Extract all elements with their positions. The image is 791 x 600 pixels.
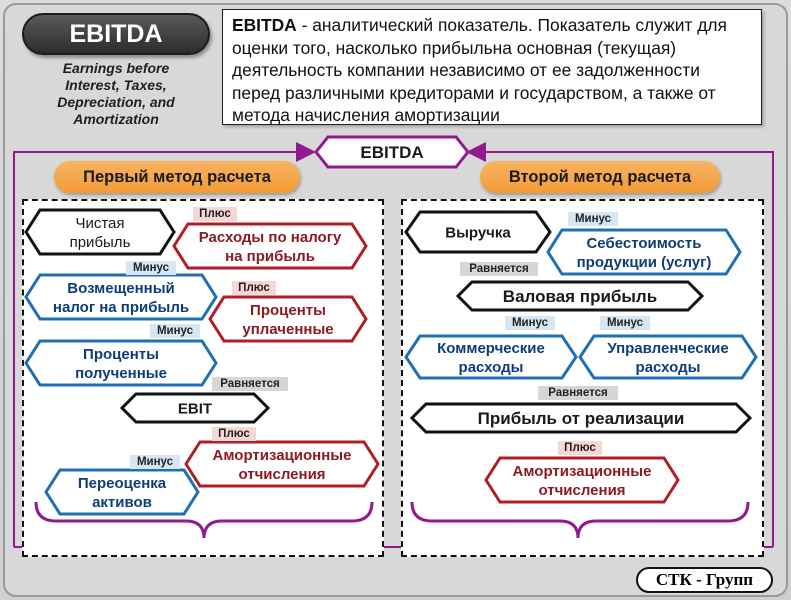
- gross-profit-node-label: Валовая прибыль: [503, 287, 657, 306]
- page-title: EBITDA: [22, 13, 210, 55]
- equals-tag: Равняется: [538, 386, 618, 400]
- ebit-node-label: EBIT: [178, 400, 212, 417]
- minus-tag: Минус: [150, 324, 200, 338]
- first-brace: [34, 501, 374, 539]
- definition-box: EBITDA - аналитический показатель. Показ…: [222, 9, 762, 125]
- brand-stamp: СТК - Групп: [636, 567, 773, 593]
- ebit-node: EBIT: [120, 392, 270, 424]
- plus-tag: Плюс: [558, 441, 602, 455]
- sales-profit-node-label: Прибыль от реализации: [478, 409, 685, 428]
- second-brace: [410, 501, 750, 539]
- ebitda-center-label: EBITDA: [360, 143, 423, 162]
- right-connector: [466, 142, 774, 547]
- sales-profit-node: Прибыль от реализации: [410, 402, 752, 434]
- plus-tag: Плюс: [193, 207, 237, 221]
- revenue-node-label: Выручка: [445, 224, 511, 241]
- definition-text: - аналитический показатель. Показатель с…: [232, 15, 727, 125]
- minus-tag: Минус: [600, 316, 650, 330]
- minus-tag: Минус: [126, 261, 176, 275]
- plus-tag: Плюс: [212, 427, 256, 441]
- revenue-node: Выручка: [404, 210, 552, 254]
- ebitda-center-node: EBITDA: [314, 135, 470, 169]
- second-method-header: Второй метод расчета: [480, 161, 720, 193]
- equals-tag: Равняется: [460, 262, 538, 276]
- first-method-header: Первый метод расчета: [54, 161, 300, 193]
- minus-tag: Минус: [130, 455, 180, 469]
- minus-tag: Минус: [505, 316, 555, 330]
- plus-tag: Плюс: [232, 281, 276, 295]
- definition-term: EBITDA: [232, 15, 297, 35]
- page-subtitle: Earnings before Interest, Taxes, Depreci…: [57, 60, 175, 127]
- equals-tag: Равняется: [212, 377, 288, 391]
- left-connector: [13, 142, 316, 547]
- minus-tag: Минус: [568, 212, 618, 226]
- gross-profit-node: Валовая прибыль: [456, 280, 704, 312]
